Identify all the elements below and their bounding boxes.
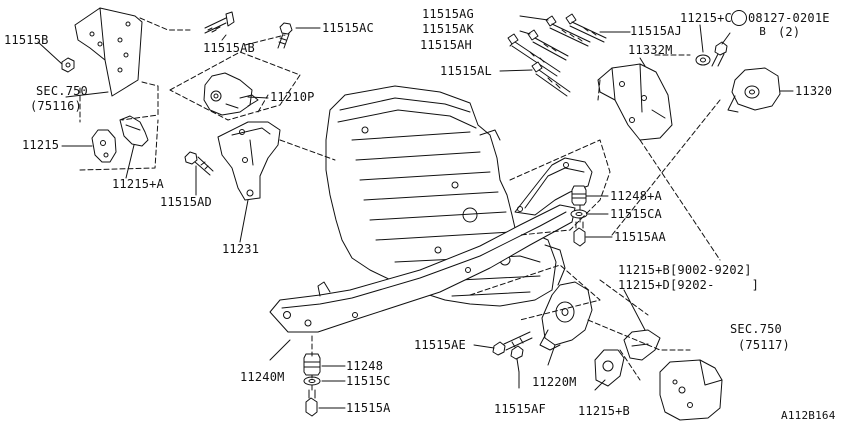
bracket-11231 [217,121,281,201]
bracket-11332M [597,63,673,141]
bolt-11515AE [492,331,533,356]
front-bracket-arm [514,157,593,216]
bolt-11515A [305,389,318,417]
label-11515B: 11515B [4,33,49,47]
bolt-callout-b-letter: B [759,25,767,38]
label-11248: 11248 [346,359,384,373]
label-sec750-lower-ref: (75117) [738,338,790,352]
crossmember [269,204,576,333]
label-11215B-range: 11215+B[9002-9202] [618,263,752,277]
label-11515AG: 11515AG [422,7,474,21]
spacer-11215B [594,349,625,387]
label-11515CA: 11515CA [610,207,662,221]
bolt-11515AA [573,221,586,247]
label-11210P: 11210P [270,90,315,104]
drawing-code: A112B164 [781,409,836,422]
mount-11220M [539,281,593,351]
label-11515AH: 11515AH [420,38,472,52]
lower-right-bracket [659,359,723,421]
label-11515A: 11515A [346,401,391,415]
mount-11320 [727,67,781,113]
bolt-11515AD [184,151,214,176]
label-11215A: 11215+A [112,177,164,191]
label-11515AL: 11515AL [440,64,492,78]
bolt-callout-b: B [731,10,766,38]
label-11220M: 11220M [532,375,577,389]
label-11515AF: 11515AF [494,402,546,416]
label-11515AA: 11515AA [614,230,666,244]
label-11231: 11231 [222,242,260,256]
label-11515AE: 11515AE [414,338,466,352]
dashed-guides [79,17,721,391]
label-11515AB: 11515AB [203,41,255,55]
bolt-11515AF [510,345,524,373]
insulator-11248A [571,185,587,206]
spacer-11215A [119,115,149,147]
bolt-11515AC [277,22,293,49]
label-11515AC: 11515AC [322,21,374,35]
label-11515AD: 11515AD [160,195,212,209]
label-11515AK: 11515AK [422,22,474,36]
label-11248A: 11248+A [610,189,662,203]
spacer-11215D [623,329,661,361]
mount-11210P [203,72,259,116]
label-sec750-upper-ref: (75116) [30,99,82,113]
bolts-11515AG-AL [507,13,607,97]
label-11215: 11215 [22,138,60,152]
label-11515AJ: 11515AJ [630,24,682,38]
label-11215D-range: 11215+D[9202- ] [618,278,760,292]
label-sec750-upper: SEC.750 [36,84,88,98]
upper-left-bracket [61,7,143,97]
label-sec750-lower: SEC.750 [730,322,782,336]
label-11215B: 11215+B [578,404,630,418]
label-11515C: 11515C [346,374,391,388]
label-bolt-number: 08127-0201E [748,11,830,25]
washer-11215C [695,54,711,66]
label-11332M: 11332M [628,43,673,57]
insulator-11248 [303,353,321,376]
leader-lines [37,15,794,409]
label-11240M: 11240M [240,370,285,384]
bolt-11515AB [204,11,235,34]
spacer-11215 [91,129,117,163]
label-11320: 11320 [795,84,833,98]
label-11215C: 11215+C [680,11,732,25]
label-bolt-qty: (2) [778,25,801,39]
bolt-08127 [711,41,728,67]
washer-11515CA [570,209,588,219]
